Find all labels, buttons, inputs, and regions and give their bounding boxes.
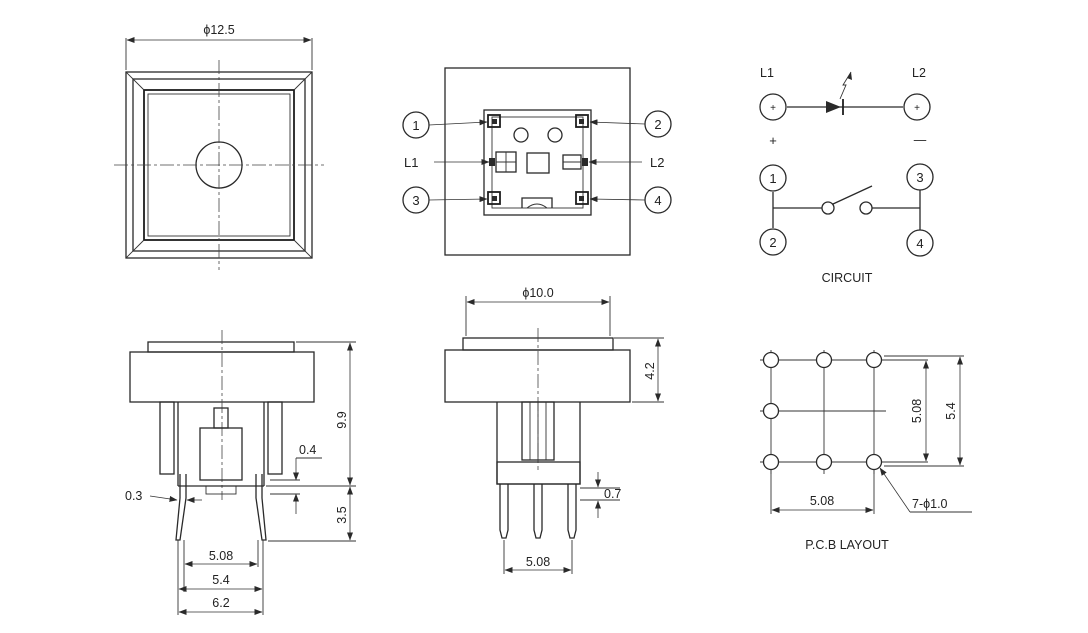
pcb-layout: 5.08 5.4 5.08 7-ϕ1.0 P.C.B LAYOUT	[760, 350, 972, 552]
pcb-hole	[865, 453, 883, 471]
front-view: ϕ10.0 4.2 0.7 5.08	[444, 286, 664, 574]
circuit-minus-sign: —	[914, 133, 927, 147]
pcb-hole	[762, 453, 780, 471]
front-pin-spacing-label: 5.08	[526, 555, 550, 569]
bottom-view: 1 2 3 4 L1 L2	[402, 67, 672, 256]
circuit-pin-2: 2	[769, 235, 776, 250]
leg-thickness-label: 0.3	[125, 489, 142, 503]
pin-2-label: 2	[654, 117, 661, 132]
pcb-outer-spacing-label: 5.4	[944, 402, 958, 419]
led-l1-label: L1	[404, 155, 418, 170]
pcb-hole	[815, 453, 833, 471]
pin-4-label: 4	[654, 193, 661, 208]
circuit-pin-4: 4	[916, 236, 923, 251]
spacing-62-label: 6.2	[212, 596, 229, 610]
top-view: ϕ12.5	[114, 23, 324, 270]
pcb-layout-title: P.C.B LAYOUT	[805, 538, 889, 552]
circuit-node-plus-right: +	[914, 103, 920, 114]
circuit-l1-label: L1	[760, 66, 774, 80]
side-view: 9.9 3.5 0.4 0.3 5.08 5.4 6.2	[125, 330, 356, 615]
circuit-plus-sign: +	[769, 133, 777, 148]
spacing-54-label: 5.4	[212, 573, 229, 587]
height-label: 9.9	[335, 411, 349, 428]
pin-length-label: 3.5	[335, 506, 349, 523]
pin-1-label: 1	[412, 118, 419, 133]
cap-diameter-label: ϕ10.0	[522, 286, 553, 300]
cap-height-label: 4.2	[643, 362, 657, 379]
circuit-title: CIRCUIT	[822, 271, 873, 285]
top-width-label: ϕ12.5	[203, 23, 234, 37]
pcb-hole	[865, 351, 883, 369]
pin-3-label: 3	[412, 193, 419, 208]
pcb-hole	[762, 402, 780, 420]
small-gap-label: 0.4	[299, 443, 316, 457]
spacing-508-label: 5.08	[209, 549, 233, 563]
circuit-pin-1: 1	[769, 171, 776, 186]
pin-width-label: 0.7	[604, 487, 621, 501]
circuit-diagram: L1 L2 + + + — 1 3 2 4 CIRCUIT	[759, 66, 934, 285]
pcb-row-spacing-label: 5.08	[910, 399, 924, 423]
circuit-l2-label: L2	[912, 66, 926, 80]
pcb-hole-spec-label: 7-ϕ1.0	[912, 497, 948, 511]
circuit-pin-3: 3	[916, 170, 923, 185]
pcb-hole	[762, 351, 780, 369]
led-diode-icon	[826, 101, 841, 113]
led-l2-label: L2	[650, 155, 664, 170]
circuit-node-plus: +	[770, 103, 776, 114]
pcb-hole	[815, 351, 833, 369]
pcb-col-spacing-label: 5.08	[810, 494, 834, 508]
